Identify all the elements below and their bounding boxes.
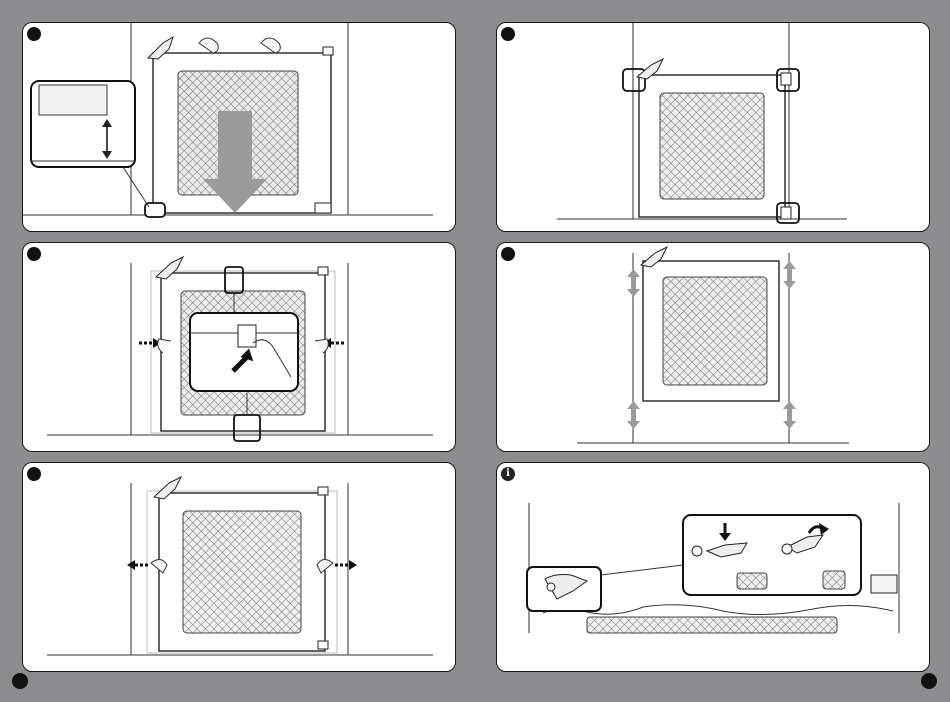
step-panel-5 xyxy=(496,242,930,452)
info-illustration xyxy=(497,463,930,672)
step-panel-2 xyxy=(22,242,456,452)
step-5-illustration xyxy=(497,243,930,452)
page-marker-right xyxy=(921,673,937,689)
step-panel-1 xyxy=(22,22,456,232)
step-1-illustration xyxy=(23,23,456,232)
step-panel-3 xyxy=(22,462,456,672)
step-4-illustration xyxy=(497,23,930,232)
step-3-illustration xyxy=(23,463,456,672)
info-panel: i xyxy=(496,462,930,672)
step-panel-4 xyxy=(496,22,930,232)
page-marker-left xyxy=(12,673,28,689)
step-2-illustration xyxy=(23,243,456,452)
